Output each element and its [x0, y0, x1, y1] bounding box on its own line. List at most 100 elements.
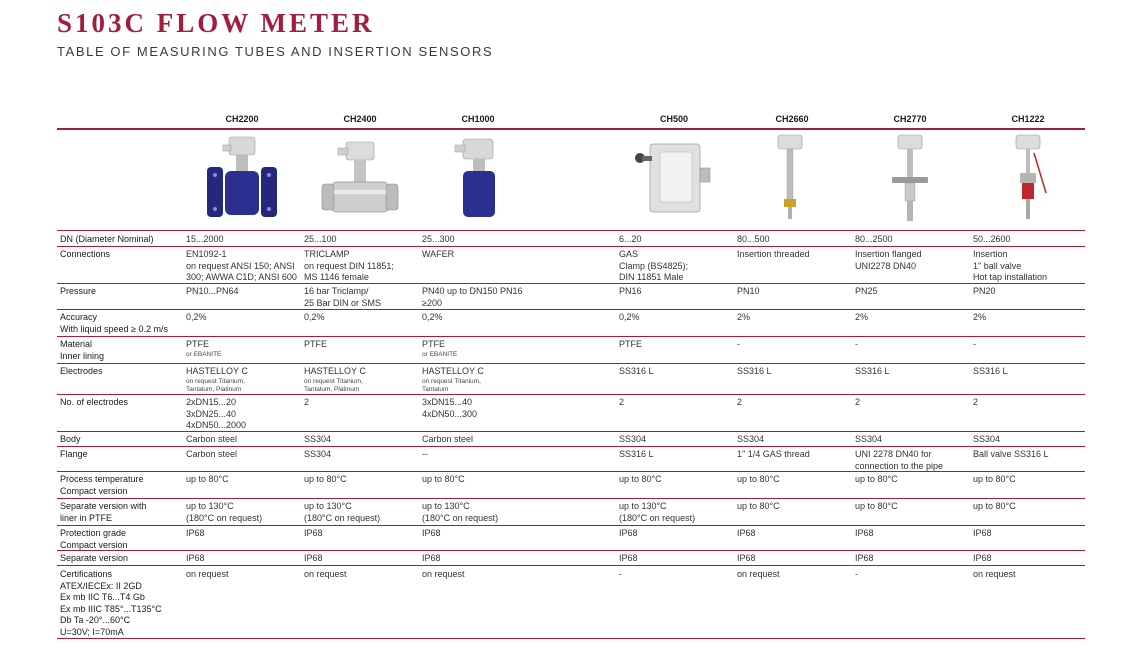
model-header-ch2660: CH2660 [775, 114, 809, 124]
row-divider [57, 565, 1085, 566]
row-label: No. of electrodes [60, 397, 129, 407]
table-cell: IP68 [973, 528, 992, 538]
model-header-ch2200: CH2200 [225, 114, 259, 124]
row-label: Electrodes [60, 366, 103, 376]
table-cell: SS304 [304, 434, 332, 444]
table-cell: 25...100 [304, 234, 337, 244]
table-cell: 6...20 [619, 234, 642, 244]
row-divider [57, 471, 1085, 472]
row-divider [57, 283, 1085, 284]
table-cell: up to 80°C [737, 501, 780, 511]
row-label: Body [60, 434, 81, 444]
table-cell: 2 [619, 397, 625, 407]
header-rule [57, 128, 1085, 130]
table-cell: - [737, 339, 740, 349]
row-divider [57, 446, 1085, 447]
table-cell: on request [737, 569, 780, 579]
table-cell: 25...300 [422, 234, 455, 244]
table-cell: up to 130°C(180°C on request) [186, 501, 263, 523]
table-cell: up to 130°C(180°C on request) [422, 501, 499, 523]
table-cell: 16 bar Triclamp/25 Bar DIN or SMS [304, 286, 382, 308]
table-cell: IP68 [422, 528, 441, 538]
table-cell: IP68 [737, 528, 756, 538]
table-cell: Insertion threaded [737, 249, 810, 259]
table-cell: 2% [737, 312, 751, 322]
table-cell: IP68 [737, 553, 756, 563]
table-cell: up to 80°C [973, 474, 1016, 484]
table-cell: IP68 [855, 528, 874, 538]
table-cell: IP68 [619, 553, 638, 563]
table-cell: SS304 [304, 449, 332, 459]
flanged-tube-image [207, 136, 277, 217]
clamp-box-image [635, 143, 711, 213]
model-header-ch500: CH500 [659, 114, 689, 124]
row-divider [57, 550, 1085, 551]
table-cell: up to 80°C [737, 474, 780, 484]
row-label: Flange [60, 449, 88, 459]
table-cell: 1" 1/4 GAS thread [737, 449, 810, 459]
table-cell: PTFE [619, 339, 643, 349]
row-label: Connections [60, 249, 111, 259]
table-cell: up to 80°C [304, 474, 347, 484]
table-cell: up to 130°C(180°C on request) [619, 501, 696, 523]
table-cell: PN20 [973, 286, 996, 296]
table-cell: 50...2600 [973, 234, 1011, 244]
table-cell: IP68 [619, 528, 638, 538]
table-cell: up to 80°C [855, 501, 898, 511]
table-cell: IP68 [422, 553, 441, 563]
row-divider [57, 431, 1085, 432]
table-cell: SS304 [973, 434, 1001, 444]
table-cell: 0,2% [619, 312, 640, 322]
table-cell: PN10 [737, 286, 760, 296]
table-cell: PN40 up to DN150 PN16≥200 [422, 286, 523, 308]
table-cell: Ball valve SS316 L [973, 449, 1049, 459]
table-cell: SS316 L [973, 366, 1008, 376]
table-cell: up to 80°C [186, 474, 229, 484]
model-header-ch2400: CH2400 [343, 114, 377, 124]
table-cell: 2 [855, 397, 861, 407]
table-cell: up to 80°C [422, 474, 465, 484]
flanged-insertion-image [892, 134, 928, 221]
table-cell: WAFER [422, 249, 455, 259]
table-cell: 2 [304, 397, 310, 407]
table-cell: 2% [973, 312, 987, 322]
table-cell: up to 130°C(180°C on request) [304, 501, 381, 523]
row-divider [57, 336, 1085, 337]
row-divider [57, 394, 1085, 395]
table-cell: 0,2% [422, 312, 443, 322]
table-cell: IP68 [304, 528, 323, 538]
table-cell: PN16 [619, 286, 642, 296]
table-cell: PN25 [855, 286, 878, 296]
row-label: Pressure [60, 286, 97, 296]
table-cell: up to 80°C [973, 501, 1016, 511]
table-cell: Carbon steel [422, 434, 474, 444]
page-subtitle: TABLE OF MEASURING TUBES AND INSERTION S… [57, 44, 494, 59]
model-header-ch2770: CH2770 [893, 114, 927, 124]
table-cell: 15...2000 [186, 234, 224, 244]
threaded-insertion-image [777, 134, 803, 219]
table-cell: on request [304, 569, 347, 579]
row-divider [57, 230, 1085, 231]
table-cell: SS304 [619, 434, 647, 444]
row-divider [57, 309, 1085, 310]
table-cell: IP68 [304, 553, 323, 563]
table-cell: 2% [855, 312, 869, 322]
table-cell: up to 80°C [619, 474, 662, 484]
table-cell: SS316 L [619, 366, 654, 376]
table-cell: PTFE [304, 339, 328, 349]
table-cell: 0,2% [186, 312, 207, 322]
triclamp-tube-image [321, 141, 399, 213]
